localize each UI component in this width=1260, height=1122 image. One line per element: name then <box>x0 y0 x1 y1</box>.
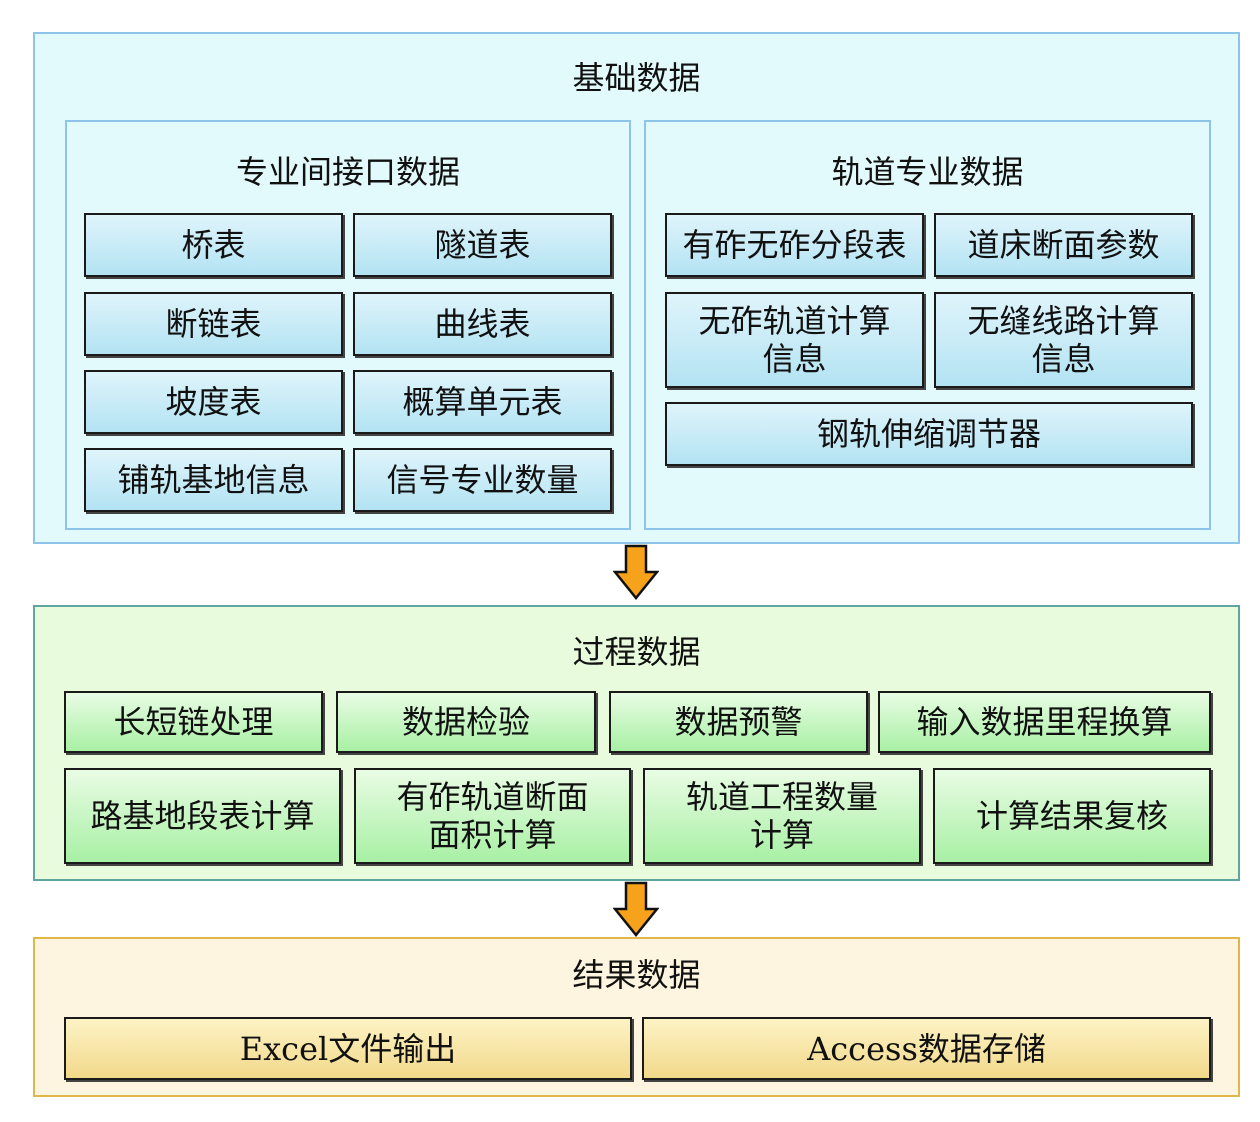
cwr-calc-info-box: 无缝线路计算 信息 <box>934 292 1193 388</box>
basic-data-section: 基础数据 专业间接口数据 桥表 隧道表 断链表 曲线表 坡度表 概算单元表 铺轨… <box>33 32 1240 544</box>
interface-data-title: 专业间接口数据 <box>235 153 460 191</box>
access-storage-box: Access数据存储 <box>642 1017 1211 1080</box>
tunnel-table-box: 隧道表 <box>353 213 612 277</box>
ballast-section-area-calc-box: 有砟轨道断面 面积计算 <box>354 768 631 864</box>
result-data-section: 结果数据 Excel文件输出 Access数据存储 <box>33 937 1240 1097</box>
track-base-info-box: 铺轨基地信息 <box>84 448 343 512</box>
signal-quantity-box: 信号专业数量 <box>353 448 612 512</box>
broken-chain-table-box: 断链表 <box>84 292 343 356</box>
excel-output-box: Excel文件输出 <box>64 1017 632 1080</box>
track-quantity-calc-box: 轨道工程数量 计算 <box>643 768 921 864</box>
curve-table-box: 曲线表 <box>353 292 612 356</box>
data-check-box: 数据检验 <box>336 691 596 753</box>
ballast-segment-table-box: 有砟无砟分段表 <box>665 213 924 277</box>
result-review-box: 计算结果复核 <box>933 768 1211 864</box>
ballastless-calc-info-box: 无砟轨道计算 信息 <box>665 292 924 388</box>
bed-section-params-box: 道床断面参数 <box>934 213 1193 277</box>
process-data-title: 过程数据 <box>572 633 701 671</box>
basic-data-title: 基础数据 <box>572 59 701 97</box>
interface-data-panel: 专业间接口数据 桥表 隧道表 断链表 曲线表 坡度表 概算单元表 铺轨基地信息 … <box>65 120 631 530</box>
slope-table-box: 坡度表 <box>84 370 343 434</box>
rail-expansion-joint-box: 钢轨伸缩调节器 <box>665 402 1193 466</box>
subgrade-table-calc-box: 路基地段表计算 <box>64 768 341 864</box>
mileage-conversion-box: 输入数据里程换算 <box>878 691 1211 753</box>
data-warning-box: 数据预警 <box>609 691 868 753</box>
bridge-table-box: 桥表 <box>84 213 343 277</box>
result-data-title: 结果数据 <box>572 956 701 994</box>
track-data-panel: 轨道专业数据 有砟无砟分段表 道床断面参数 无砟轨道计算 信息 无缝线路计算 信… <box>644 120 1211 530</box>
down-arrow-icon <box>613 881 659 937</box>
down-arrow-icon <box>613 544 659 600</box>
estimate-unit-table-box: 概算单元表 <box>353 370 612 434</box>
chain-processing-box: 长短链处理 <box>64 691 323 753</box>
process-data-section: 过程数据 长短链处理 数据检验 数据预警 输入数据里程换算 路基地段表计算 有砟… <box>33 605 1240 881</box>
track-data-title: 轨道专业数据 <box>831 153 1024 191</box>
